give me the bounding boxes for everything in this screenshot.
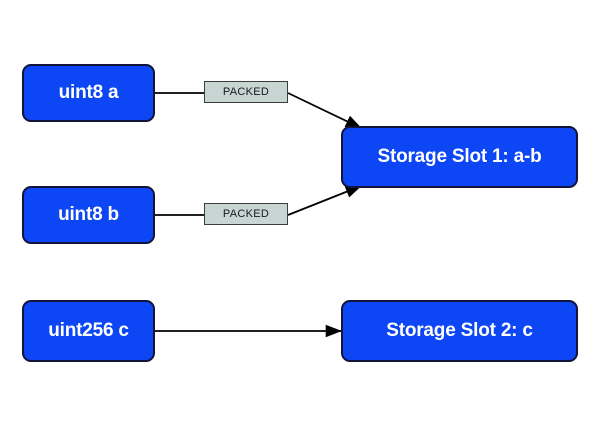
edge-label-packed-b: PACKED bbox=[204, 203, 288, 225]
edge-label-packed-a: PACKED bbox=[204, 81, 288, 103]
node-label: Storage Slot 1: a-b bbox=[377, 145, 542, 167]
node-label: uint256 c bbox=[48, 319, 129, 341]
edge-packed-to-slot1 bbox=[287, 92, 362, 129]
node-label: uint8 b bbox=[58, 203, 119, 225]
node-storage-slot-1[interactable]: Storage Slot 1: a-b bbox=[341, 126, 578, 188]
node-uint8-b[interactable]: uint8 b bbox=[22, 186, 155, 244]
edge-packed-b-to-slot1 bbox=[287, 185, 362, 216]
node-uint8-a[interactable]: uint8 a bbox=[22, 64, 155, 122]
node-uint256-c[interactable]: uint256 c bbox=[22, 300, 155, 362]
edge-label-text: PACKED bbox=[222, 208, 270, 220]
node-label: uint8 a bbox=[58, 81, 119, 103]
node-storage-slot-2[interactable]: Storage Slot 2: c bbox=[341, 300, 578, 362]
edge-label-text: PACKED bbox=[222, 86, 270, 98]
node-label: Storage Slot 2: c bbox=[386, 319, 533, 341]
